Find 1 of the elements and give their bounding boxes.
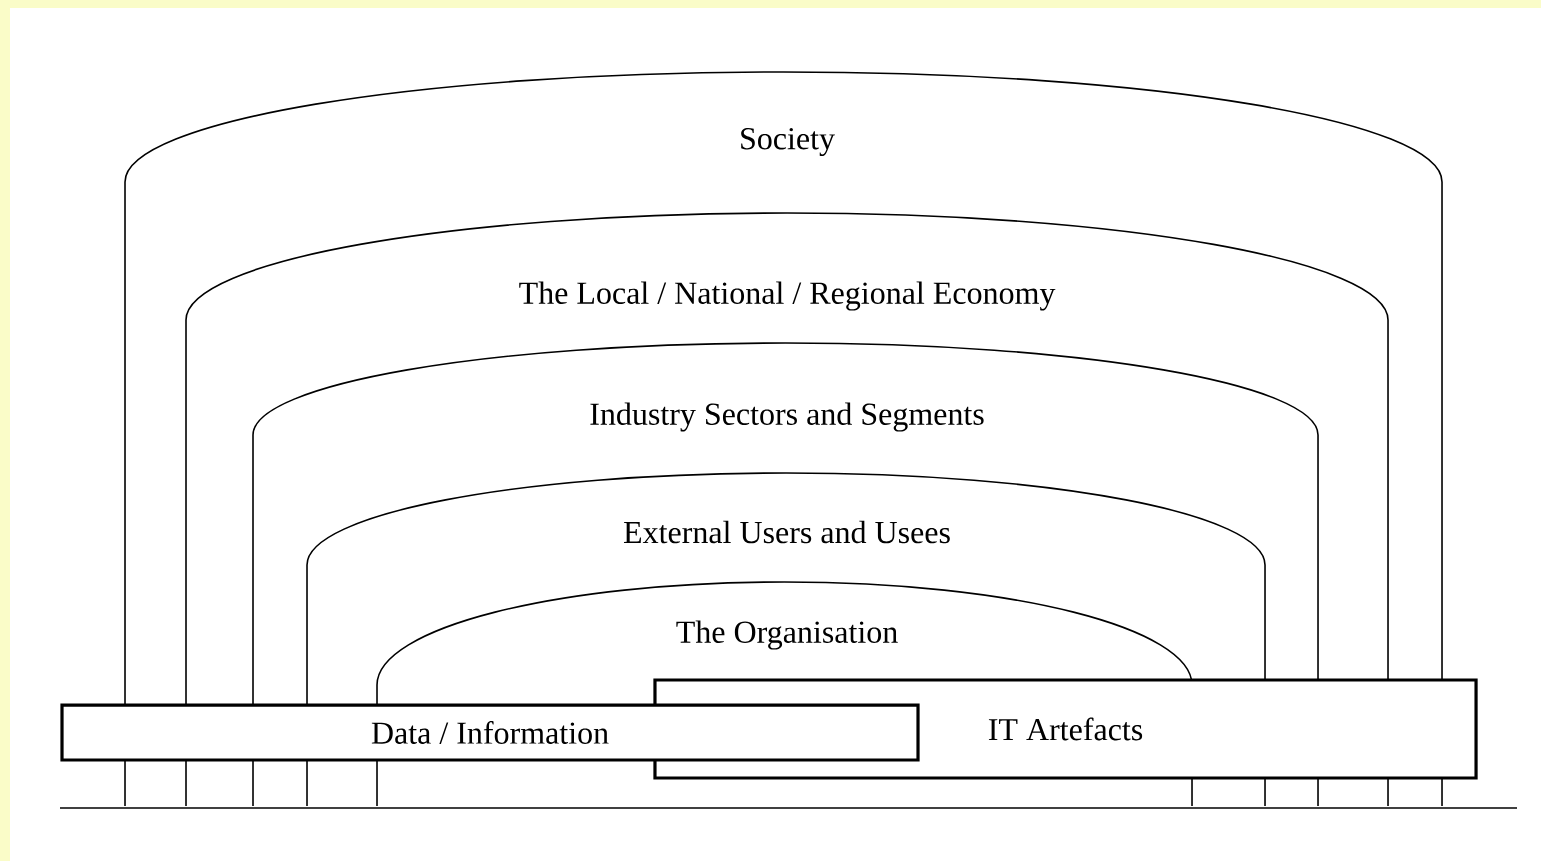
- bar-box: Data / Information: [60, 703, 920, 762]
